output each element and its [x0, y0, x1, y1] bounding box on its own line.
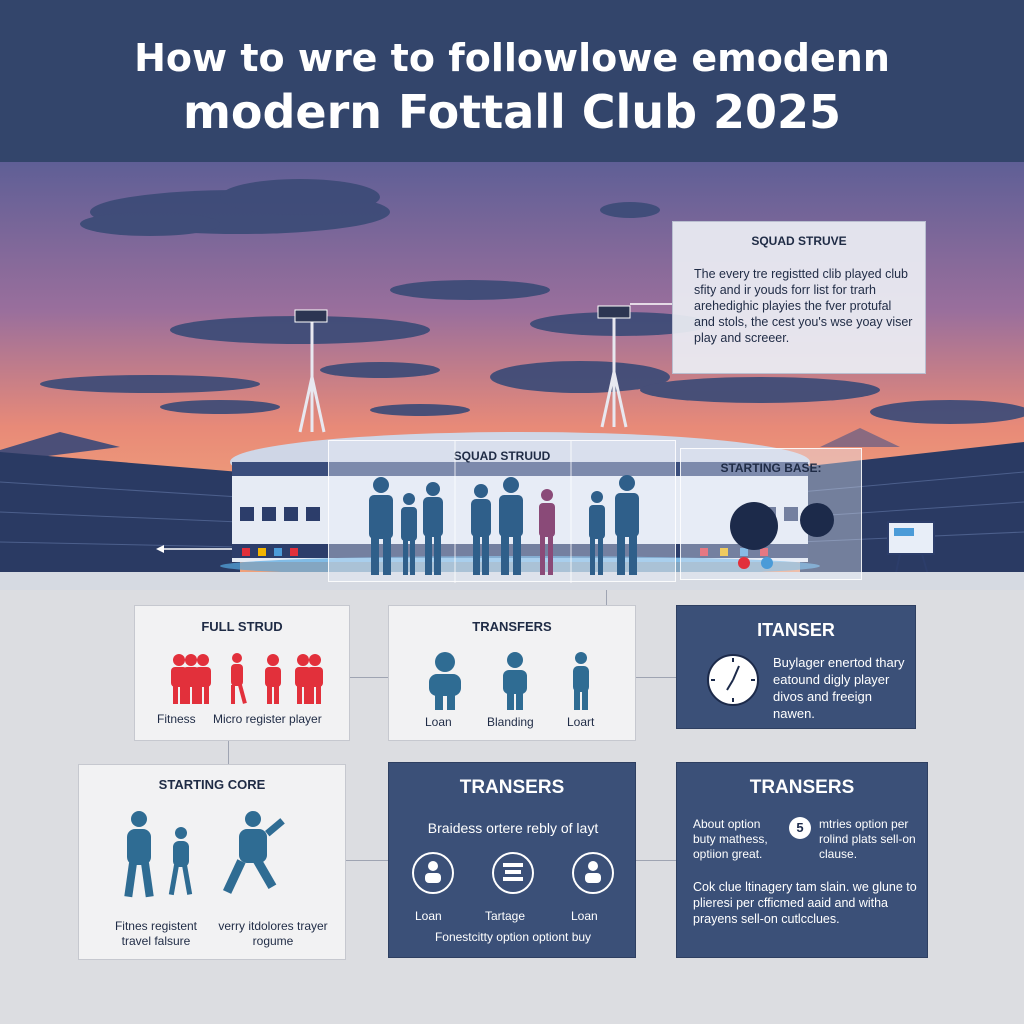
squad-panel-heading: SQUAD STRUUD — [453, 449, 551, 463]
card-title: STARTING CORE — [158, 777, 266, 792]
athletes-icon — [124, 811, 285, 898]
transfer-label-1: Loan — [425, 715, 452, 729]
cards-section: FULL STRUD Fitness Micro register player… — [0, 590, 1024, 1024]
starting-base-panel: STARTING BASE: — [680, 448, 862, 580]
header-banner: How to wre to followlowe emodenn modern … — [0, 0, 1024, 162]
transfer-options-icons — [412, 852, 614, 894]
squad-players-icon — [369, 441, 639, 583]
connector-line — [346, 860, 388, 861]
card-title: TRANSFERS — [472, 619, 552, 634]
formation-dots-icon — [730, 502, 834, 569]
connector-line — [228, 740, 229, 764]
callout-heading: SQUAD STRUVE — [751, 234, 847, 248]
connector-line — [350, 677, 388, 678]
transers-right-col-right: mtries option per rolind plats sell-on c… — [819, 817, 916, 861]
transfers-card: TRANSFERS Loan Blanding Loart — [388, 605, 636, 741]
connector-line — [606, 590, 607, 606]
transers-option-label-2: Tartage — [485, 909, 526, 923]
full-strud-label-right: Micro register player — [213, 712, 322, 726]
transers-option-label-3: Loan — [571, 909, 598, 923]
transers-footer: Fonestcitty option optiont buy — [434, 930, 592, 944]
number-badge: 5 — [789, 817, 811, 839]
callout-body: The every tre registted clib played club… — [694, 267, 913, 345]
page-title-line-1: How to wre to followlowe emodenn — [134, 36, 890, 80]
full-strud-card: FULL STRUD Fitness Micro register player — [134, 605, 350, 741]
transers-right-body: Cok clue ltinagery tam slain. we glune t… — [693, 880, 917, 926]
squad-structure-panel: SQUAD STRUUD — [328, 440, 676, 583]
transers-card-right: TRANSERS About option buty mathess, opti… — [676, 762, 928, 958]
itanser-card: ITANSER Buylager enertod thary eatound d… — [676, 605, 916, 729]
starting-core-label-left: Fitnes registent travel falsure — [114, 919, 198, 948]
transers-subtitle: Braidess ortere rebly of layt — [427, 820, 599, 836]
transers-right-col-left: About option buty mathess, optiion great… — [693, 817, 768, 861]
card-title: FULL STRUD — [201, 619, 283, 634]
transfer-label-3: Loart — [567, 715, 595, 729]
connector-line — [636, 860, 676, 861]
starting-core-card: STARTING CORE Fitnes registent travel fa… — [78, 764, 346, 960]
squad-people-icon — [171, 653, 323, 704]
stadium-hero-illustration: SQUAD STRUUD STARTING BASE: — [0, 162, 1024, 590]
page-title-line-2: modern Fottall Club 2025 — [182, 85, 842, 139]
transfer-players-icon — [429, 652, 589, 710]
transers-option-label-1: Loan — [415, 909, 442, 923]
clock-icon — [707, 654, 759, 706]
starting-base-heading: STARTING BASE: — [720, 461, 822, 475]
card-title: TRANSERS — [749, 777, 855, 798]
starting-core-label-right: verry itdolores trayer rogume — [218, 919, 328, 948]
transfer-label-2: Blanding — [487, 715, 534, 729]
squad-structure-callout: SQUAD STRUVE The every tre registted cli… — [672, 221, 926, 374]
connector-line — [636, 677, 676, 678]
card-title: ITANSER — [757, 620, 835, 640]
itanser-body: Buylager enertod thary eatound digly pla… — [773, 655, 905, 721]
transers-card-middle: TRANSERS Braidess ortere rebly of layt L… — [388, 762, 636, 958]
full-strud-label-left: Fitness — [157, 712, 196, 726]
card-title: TRANSERS — [459, 777, 565, 798]
